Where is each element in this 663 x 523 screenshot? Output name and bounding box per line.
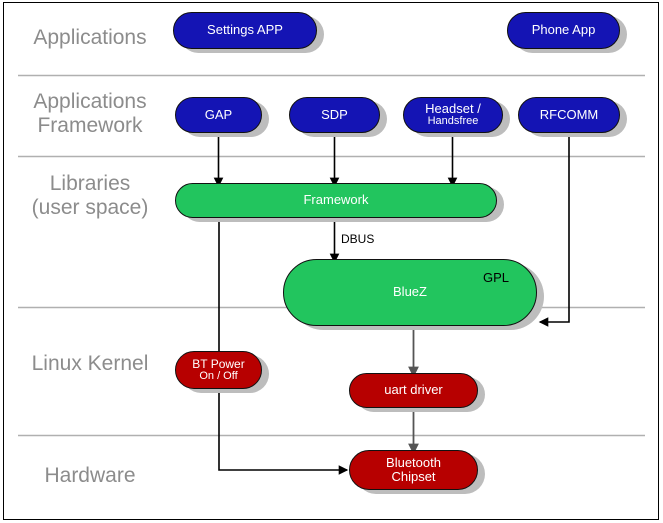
sdp-label-1: SDP bbox=[321, 106, 348, 122]
headset-handsfree-label-2: Handsfree bbox=[427, 115, 479, 128]
rfcomm-label-1: RFCOMM bbox=[539, 106, 599, 122]
framework-label-1: Framework bbox=[303, 192, 369, 208]
node-bluetooth-chipset[interactable]: Bluetooth Chipset bbox=[349, 450, 478, 490]
node-phone-app[interactable]: Phone App bbox=[507, 12, 620, 49]
bluetooth-chipset-label-2: Chipset bbox=[391, 469, 436, 484]
layer-label-hardware: Hardware bbox=[44, 464, 136, 487]
node-uart-driver[interactable]: uart driver bbox=[349, 373, 478, 408]
uart-driver-label-1: uart driver bbox=[384, 382, 443, 398]
node-headset-handsfree[interactable]: Headset / Handsfree bbox=[403, 97, 503, 133]
node-gap[interactable]: GAP bbox=[175, 97, 262, 133]
bt-power-label-2: On / Off bbox=[199, 369, 238, 382]
bluetooth-chipset-label-1: Bluetooth bbox=[386, 454, 441, 470]
phone-app-label-1: Phone App bbox=[531, 22, 596, 38]
bt-power-label-1: BT Power bbox=[192, 356, 245, 371]
layer-label-applications: Applications bbox=[33, 26, 147, 49]
layer-label-libraries: Libraries (user space) bbox=[31, 172, 149, 219]
diagram-border bbox=[3, 2, 659, 520]
node-rfcomm[interactable]: RFCOMM bbox=[518, 97, 620, 133]
layer-label-linux-kernel: Linux Kernel bbox=[31, 352, 149, 375]
headset-handsfree-label-1: Headset / bbox=[425, 101, 481, 117]
node-settings-app[interactable]: Settings APP bbox=[173, 12, 317, 49]
node-bt-power[interactable]: BT Power On / Off bbox=[175, 351, 262, 389]
layer-label-applications-framework: Applications Framework bbox=[33, 90, 147, 137]
node-sdp[interactable]: SDP bbox=[289, 97, 380, 133]
gpl-badge: GPL bbox=[483, 270, 510, 285]
dbus-edge-label: DBUS bbox=[341, 232, 375, 246]
bluez-label-1: BlueZ bbox=[393, 284, 427, 300]
node-framework[interactable]: Framework bbox=[175, 183, 497, 218]
settings-app-label-1: Settings APP bbox=[207, 22, 283, 38]
gap-label-1: GAP bbox=[204, 106, 233, 122]
